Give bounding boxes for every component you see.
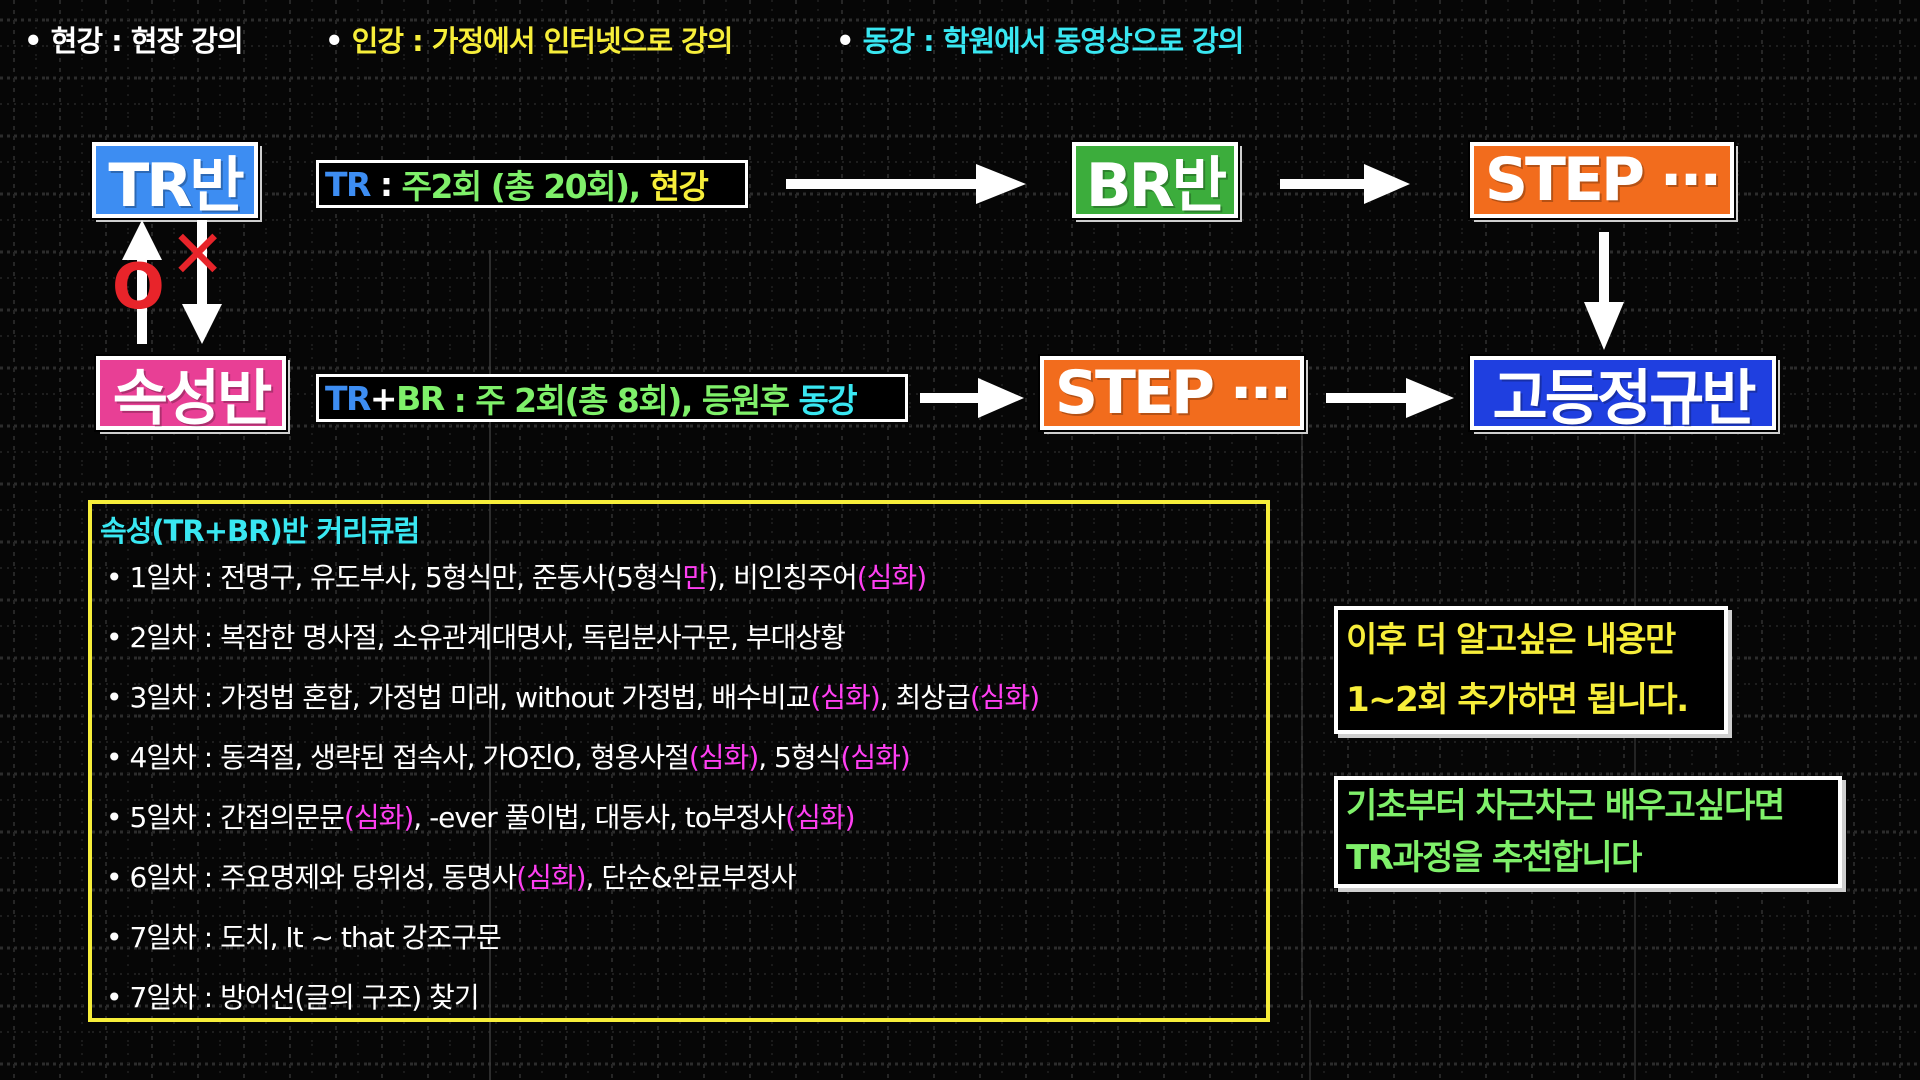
curriculum-item: •7일차 : 도치, It ~ that 강조구문 [106,916,502,956]
curriculum-highlight: (심화) [688,741,759,774]
curriculum-highlight: (심화) [856,561,927,594]
tr-class-badge: TR반 [90,140,260,221]
recommend-note-line-2: TR과정을 추천합니다 [1346,838,1642,878]
curriculum-text: , 5형식 [758,741,841,774]
curriculum-text: 5일차 : 간접의문문 [129,801,345,834]
legend-live-text: 현강 : 현장 강의 [50,24,244,58]
curriculum-item: •3일차 : 가정법 혼합, 가정법 미래, without 가정법, 배수비교… [106,676,1040,716]
step-top-badge: STEP ··· [1468,140,1736,220]
allowed-mark-icon: O [112,250,165,323]
curriculum-bullet: • [106,561,122,594]
curriculum-bullet: • [106,801,122,834]
curriculum-text: ), 비인칭주어 [707,561,858,594]
curriculum-item: •6일차 : 주요명제와 당위성, 동명사(심화), 단순&완료부정사 [106,856,796,896]
switch-arrows [122,220,222,344]
curriculum-text: 3일차 : 가정법 혼합, 가정법 미래, without 가정법, 배수비교 [129,681,812,714]
curriculum-highlight: (심화) [516,861,586,894]
curriculum-highlight: (심화) [810,681,880,714]
denied-mark-icon: ✕ [170,216,226,293]
extra-sessions-note: 이후 더 알고싶은 내용만 1~2회 추가하면 됩니다. [1334,606,1728,734]
curriculum-highlight: (심화) [969,681,1040,714]
curriculum-bullet: • [106,981,122,1014]
sokseong-course-info: TR + BR : 주 2회(총 8회), 등원후 동강 [316,374,908,422]
legend-video: • 동강 : 학원에서 동영상으로 강의 [836,24,1245,58]
curriculum-text: , -ever 풀이법, 대동사, to부정사 [413,801,786,834]
arrow-step-to-regular [1584,232,1624,350]
tr-recommend-note: 기초부터 차근차근 배우고싶다면 TR과정을 추천합니다 [1334,776,1842,888]
legend-online-text: 인강 : 가정에서 인터넷으로 강의 [351,24,734,58]
curriculum-highlight: (심화) [785,801,855,834]
regular-class-badge: 고등정규반 [1468,354,1778,434]
extra-note-line-1: 이후 더 알고싶은 내용만 [1346,620,1676,660]
arrow-step-bottom-to-regular [1326,378,1454,418]
tr-course-info: TR : 주2회 (총 20회), 현강 [316,160,748,208]
br-class-badge: BR반 [1070,140,1240,221]
tr-course-mode: 현강 [649,167,709,206]
sokseong-course-br: BR [396,378,445,418]
arrow-br-to-step [1280,164,1410,204]
curriculum-box: 속성(TR+BR)반 커리큐럼 •1일차 : 전명구, 유도부사, 5형식만, … [88,500,1270,1022]
curriculum-text: 4일차 : 동격절, 생략된 접속사, 가O진O, 형용사절 [129,741,690,774]
curriculum-text: 2일차 : 복잡한 명사절, 소유관계대명사, 독립분사구문, 부대상황 [129,621,846,654]
curriculum-highlight: (심화) [343,801,414,834]
sokseong-course-tr: TR [325,378,371,418]
curriculum-item: •7일차 : 방어선(글의 구조) 찾기 [106,976,480,1016]
curriculum-text: 7일차 : 도치, It ~ that 강조구문 [129,921,502,954]
curriculum-bullet: • [106,621,122,654]
recommend-note-line-1: 기초부터 차근차근 배우고싶다면 [1346,786,1785,826]
arrow-tr-to-br [786,164,1026,204]
curriculum-bullet: • [106,681,122,714]
curriculum-text: , 단순&완료부정사 [585,861,797,894]
curriculum-text: 6일차 : 주요명제와 당위성, 동명사 [129,861,518,894]
tr-course-schedule: 주2회 (총 20회), [401,167,650,206]
extra-note-line-2: 1~2회 추가하면 됩니다. [1346,680,1689,720]
sokseong-course-schedule: : 주 2회(총 8회), 등원후 [443,381,799,420]
curriculum-text: 1일차 : 전명구, 유도부사, 5형식만, 준동사(5형식 [129,561,684,594]
curriculum-item: •2일차 : 복잡한 명사절, 소유관계대명사, 독립분사구문, 부대상황 [106,616,846,656]
legend-video-text: 동강 : 학원에서 동영상으로 강의 [862,24,1245,58]
curriculum-text: 7일차 : 방어선(글의 구조) 찾기 [129,981,480,1014]
curriculum-bullet: • [106,921,122,954]
curriculum-bullet: • [106,861,122,894]
legend-online: • 인강 : 가정에서 인터넷으로 강의 [325,24,734,58]
sokseong-class-badge: 속성반 [94,354,288,434]
curriculum-text: , 최상급 [879,681,971,714]
curriculum-title: 속성(TR+BR)반 커리큐럼 [100,514,420,548]
curriculum-highlight: (심화) [840,741,910,774]
sokseong-course-mode: 동강 [798,381,857,420]
curriculum-item: •1일차 : 전명구, 유도부사, 5형식만, 준동사(5형식만), 비인칭주어… [106,556,927,596]
curriculum-bullet: • [106,741,122,774]
legend-live: • 현강 : 현장 강의 [24,24,244,58]
step-bottom-badge: STEP ··· [1038,354,1306,432]
tr-course-code: TR [325,164,371,204]
arrow-sokseong-to-step [920,378,1024,418]
curriculum-item: •4일차 : 동격절, 생략된 접속사, 가O진O, 형용사절(심화), 5형식… [106,736,911,776]
curriculum-highlight: 만 [682,561,708,594]
curriculum-item: •5일차 : 간접의문문(심화), -ever 풀이법, 대동사, to부정사(… [106,796,856,836]
